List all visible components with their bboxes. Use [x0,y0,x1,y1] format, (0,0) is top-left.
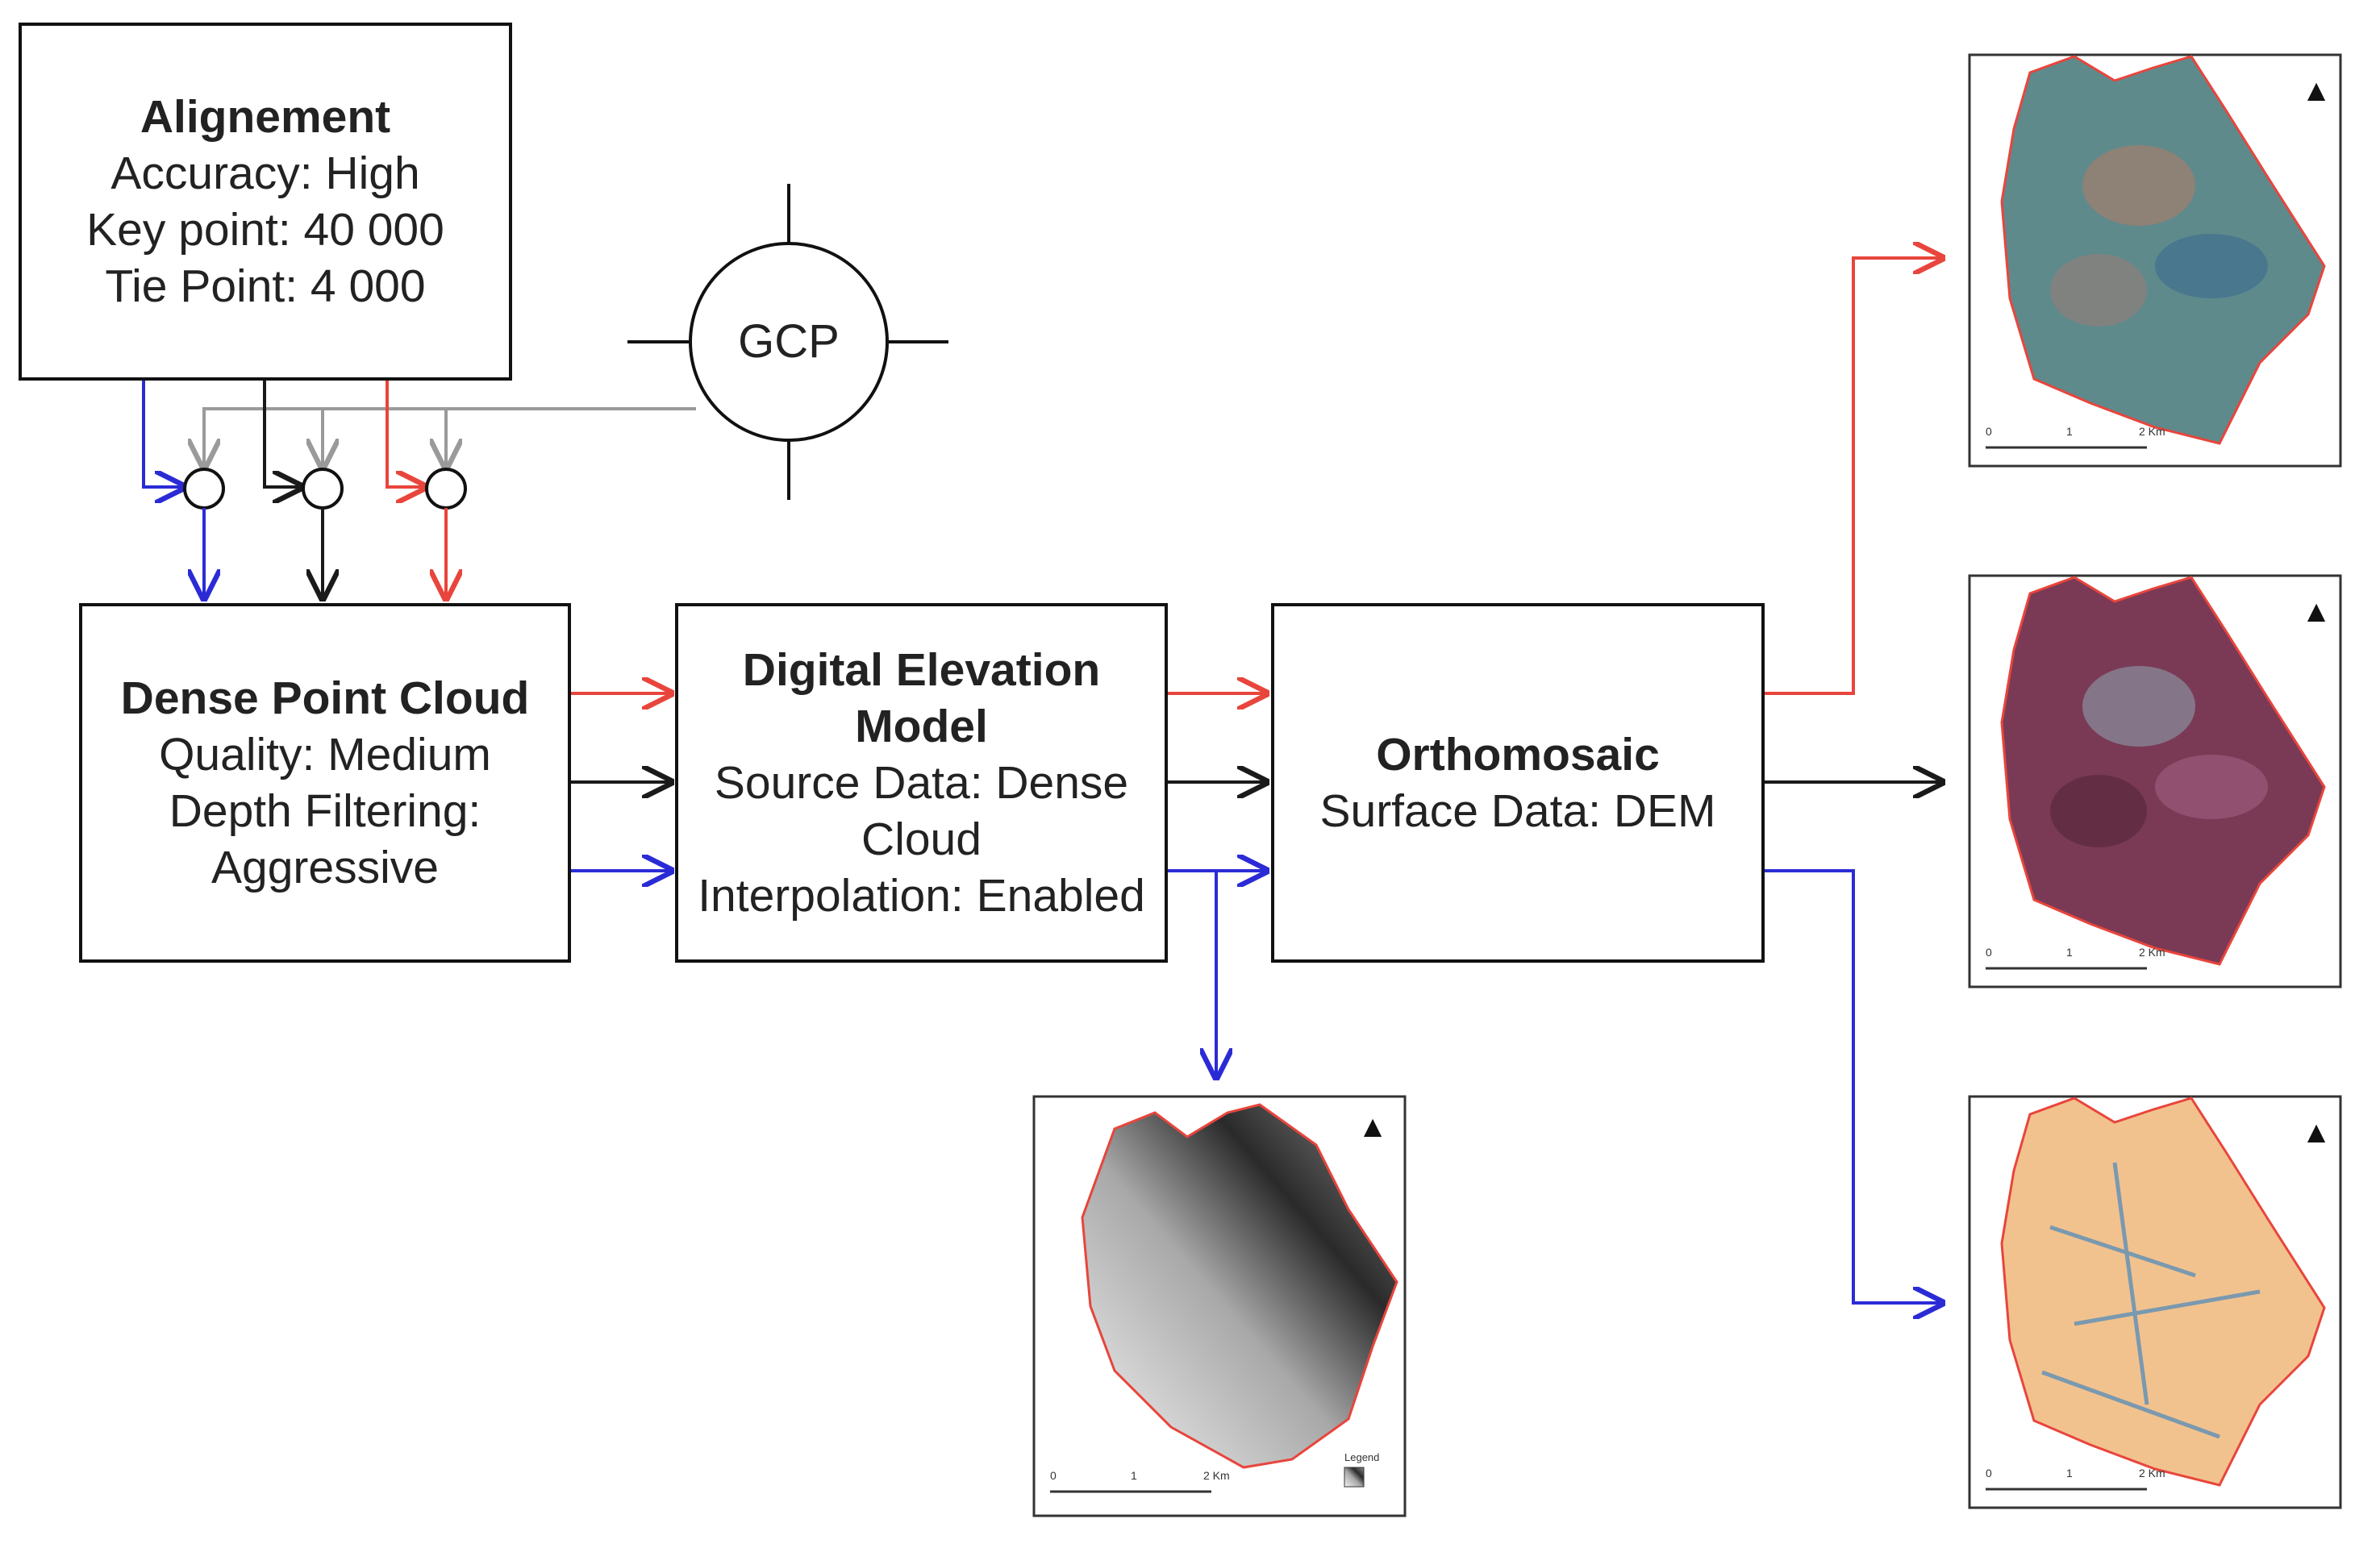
ortho-map-rgb-scale-1: 1 [2066,425,2073,438]
gcp-label: GCP [738,315,840,368]
ortho-map-false-color-patch [2050,775,2147,847]
ortho-map-rgb-patch [2082,145,2195,226]
dem-source-data-cont: Cloud [861,814,982,865]
alignment-box: Alignement Accuracy: High Key point: 40 … [19,23,512,381]
ortho-map-index: ▲ 0 1 2 Km [1968,1095,2342,1509]
orthomosaic-box: Orthomosaic Surface Data: DEM [1271,603,1765,963]
dem-title-line2: Model [855,701,988,752]
ortho-map-false-color-patch [2082,666,2195,747]
align-blue-to-merge [142,379,184,487]
alignment-tie-point: Tie Point: 4 000 [105,260,426,312]
dem-box: Digital Elevation Model Source Data: Den… [675,603,1168,963]
ortho-map-rgb-scale-2: 2 Km [2139,425,2165,438]
orthomosaic-title: Orthomosaic [1376,729,1660,780]
ortho-map-false-color-scale-1: 1 [2066,946,2073,959]
ortho-map-index-streak [2041,1162,2261,1439]
ortho-map-rgb: ▲ 0 1 2 Km [1968,53,2342,468]
dense-cloud-aggressive: Aggressive [211,842,439,893]
ortho-map-rgb-scale-0: 0 [1986,425,1992,438]
dem-map: ▲ 0 1 2 Km Legend [1032,1095,1407,1517]
dem-title-line1: Digital Elevation [742,644,1101,696]
merge-node-black [302,468,344,510]
ortho-map-index-scale-2: 2 Km [2139,1467,2165,1479]
merge-node-blue [183,468,225,510]
dem-map-scale-1: 1 [1131,1469,1137,1482]
north-arrow-icon: ▲ [1357,1110,1388,1144]
dem-map-area [1081,1103,1398,1469]
dense-cloud-quality: Quality: Medium [159,729,491,780]
ortho-map-false-color: ▲ 0 1 2 Km [1968,574,2342,988]
ortho-map-index-scale-0: 0 [1986,1467,1992,1479]
ortho-map-rgb-patch [2155,234,2268,298]
align-red-to-merge [386,379,425,487]
north-arrow-icon: ▲ [2301,1116,2332,1150]
merge-node-red [425,468,467,510]
ortho-map-false-color-scale-2: 2 Km [2139,946,2165,959]
orthomosaic-surface-data: Surface Data: DEM [1319,785,1716,837]
align-black-to-merge [263,379,302,487]
ortho-map-rgb-patch [2050,254,2147,327]
dense-cloud-box: Dense Point Cloud Quality: Medium Depth … [79,603,571,963]
dem-map-legend: Legend [1344,1451,1379,1463]
dem-map-scale-0: 0 [1050,1469,1057,1482]
dense-cloud-title: Dense Point Cloud [120,672,530,724]
north-arrow-icon: ▲ [2301,595,2332,629]
ortho-map-index-scale-1: 1 [2066,1467,2073,1479]
dem-source-data: Source Data: Dense [714,757,1129,809]
dem-interpolation: Interpolation: Enabled [698,870,1145,922]
alignment-key-point: Key point: 40 000 [86,204,444,256]
dem-map-scale-2: 2 Km [1203,1469,1230,1482]
north-arrow-icon: ▲ [2301,74,2332,108]
ortho-map-false-color-patch [2155,755,2268,819]
dem-map-legend-swatch [1344,1467,1365,1488]
gcp-symbol [627,184,948,500]
ortho-red-to-map1 [1765,258,1942,695]
gcp-feed-lines [204,407,696,468]
alignment-title: Alignement [140,91,391,143]
dense-cloud-depth-filtering: Depth Filtering: [169,785,481,837]
alignment-accuracy: Accuracy: High [110,148,420,199]
ortho-blue-to-map3 [1765,869,1942,1303]
ortho-map-false-color-scale-0: 0 [1986,946,1992,959]
